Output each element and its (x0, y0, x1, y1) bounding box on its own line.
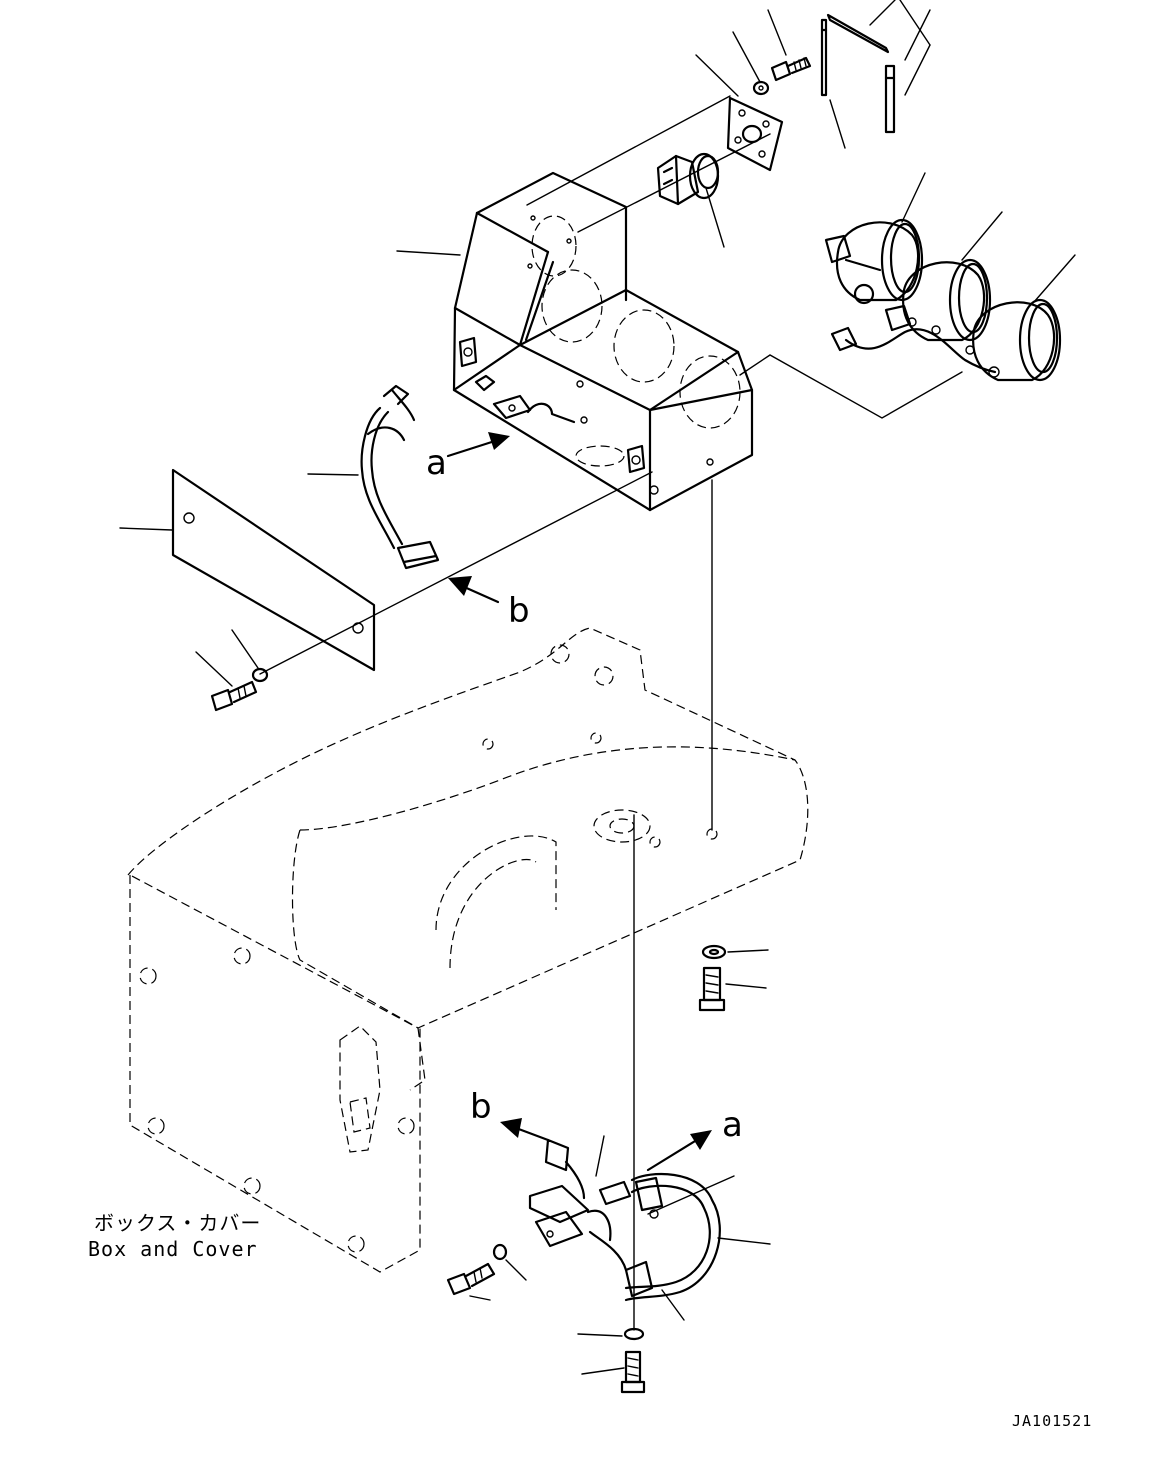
harness-bottom (446, 1118, 771, 1394)
gauges-group (739, 172, 1076, 419)
gauge-harness (830, 326, 997, 374)
bolt-left (195, 629, 269, 712)
bolt-washer-mid (698, 944, 769, 1012)
harness-left (307, 384, 510, 604)
mounting-plate (726, 96, 784, 172)
gauge-2 (884, 258, 992, 342)
cover-plate (119, 468, 653, 675)
callout-a-top: a (426, 443, 447, 483)
drawing-code: JA101521 (1012, 1412, 1092, 1430)
callout-b-top: b (508, 591, 530, 631)
callout-a-bottom: a (722, 1105, 743, 1145)
rubber-strips (820, 13, 896, 134)
callout-b-bottom: b (470, 1087, 492, 1127)
key-switch (656, 152, 725, 248)
top-hardware-group (695, 0, 931, 172)
gauge-3 (965, 298, 1062, 382)
instrument-box (396, 95, 771, 831)
bolt-top (770, 56, 812, 82)
box-cover-label-jp: ボックス・カバー (94, 1211, 261, 1235)
box-and-cover (126, 627, 809, 1331)
washer-top (752, 80, 770, 96)
box-cover-label-en: Box and Cover (88, 1237, 258, 1261)
gauge-1 (824, 218, 924, 305)
